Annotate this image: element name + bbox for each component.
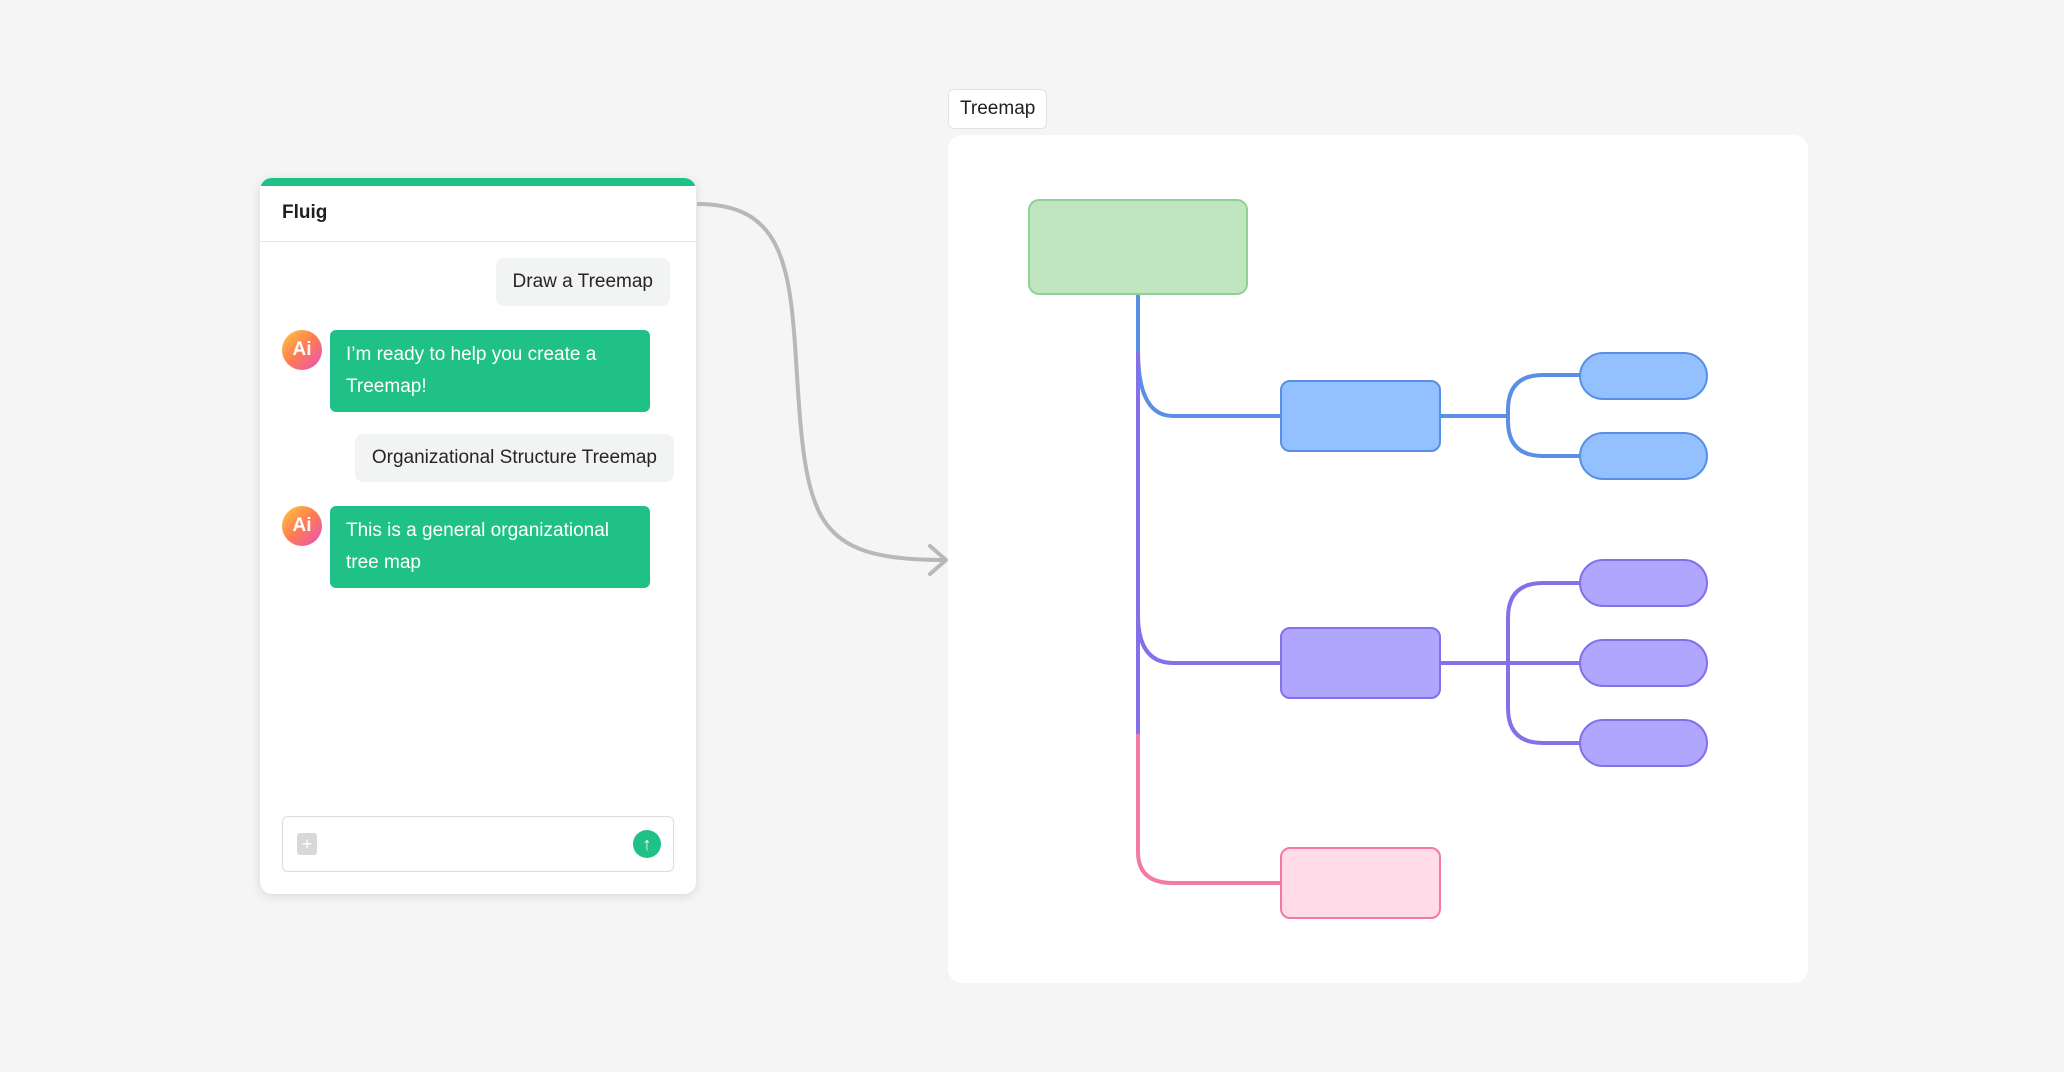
canvas-label: Treemap — [948, 89, 1048, 129]
purple-child-node[interactable] — [1579, 719, 1708, 767]
edge-blue-children — [1506, 373, 1580, 458]
edge-root-blue — [1136, 294, 1281, 418]
treemap-canvas[interactable] — [948, 135, 1808, 983]
blue-child-node[interactable] — [1579, 432, 1708, 480]
ai-avatar: Ai — [282, 506, 322, 546]
ai-message: I’m ready to help you create a Treemap! — [330, 330, 650, 412]
treemap-diagram — [1028, 199, 1708, 919]
edge-root-purple — [1136, 614, 1281, 665]
edge-purple-children — [1506, 581, 1580, 745]
message-input[interactable]: + ↑ — [282, 816, 674, 872]
purple-child-node[interactable] — [1579, 559, 1708, 607]
connector-curve — [696, 202, 946, 562]
user-message: Organizational Structure Treemap — [354, 434, 674, 482]
chat-header: Fluig — [260, 186, 696, 242]
arrowhead-icon — [928, 544, 948, 576]
attach-file-icon[interactable]: + — [297, 833, 317, 855]
ai-message: This is a general organizational tree ma… — [330, 506, 650, 588]
chat-panel: Fluig Draw a Treemap Ai I’m ready to hel… — [260, 178, 696, 894]
purple-node[interactable] — [1280, 627, 1441, 699]
pink-node[interactable] — [1280, 847, 1441, 919]
blue-child-node[interactable] — [1579, 352, 1708, 400]
edge-root-pink — [1136, 734, 1281, 885]
blue-node[interactable] — [1280, 380, 1441, 452]
user-message: Draw a Treemap — [495, 258, 670, 306]
send-button[interactable]: ↑ — [633, 830, 661, 858]
ai-avatar: Ai — [282, 330, 322, 370]
chat-accent-bar — [260, 178, 696, 186]
root-node[interactable] — [1028, 199, 1248, 295]
purple-child-node[interactable] — [1579, 639, 1708, 687]
chat-title: Fluig — [282, 202, 328, 223]
